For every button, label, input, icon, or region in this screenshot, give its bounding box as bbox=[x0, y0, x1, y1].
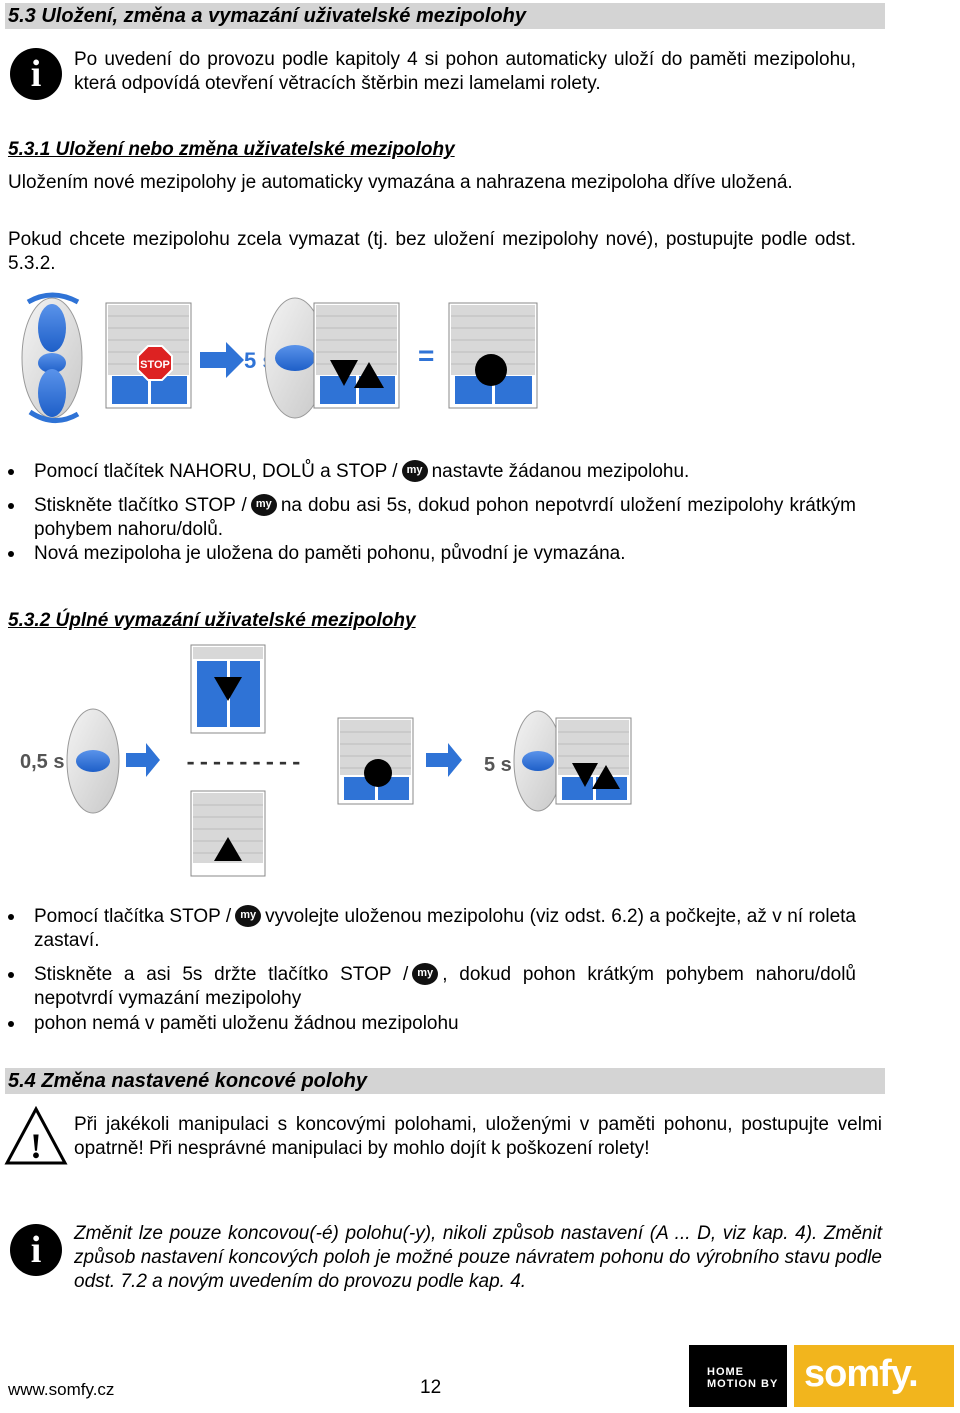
stop-sign-icon bbox=[137, 345, 173, 381]
bullet bbox=[8, 503, 14, 509]
footer-url[interactable]: www.somfy.cz bbox=[8, 1380, 115, 1399]
down-triangle-icon bbox=[572, 763, 598, 787]
section-title-5-4: 5.4 Změna nastavené koncové polohy bbox=[8, 1070, 368, 1092]
info-icon: i bbox=[10, 48, 62, 100]
my-button-icon: my bbox=[250, 494, 277, 516]
paragraph-replace: Uložením nové mezipolohy je automaticky … bbox=[8, 172, 793, 193]
bullet bbox=[8, 914, 14, 920]
list-item-text: nastavte žádanou mezipolohu. bbox=[431, 461, 690, 482]
badge-line-2: MOTION BY bbox=[707, 1378, 779, 1390]
section-title-5-3: 5.3 Uložení, změna a vymazání uživatelsk… bbox=[8, 5, 526, 27]
info-paragraph-italic: Změnit lze pouze koncovou(-é) polohu(-y)… bbox=[74, 1223, 882, 1292]
window-shutter-icon bbox=[555, 717, 632, 805]
somfy-logo-text: somfy. bbox=[804, 1353, 919, 1395]
warning-paragraph: Při jakékoli manipulaci s koncovými polo… bbox=[74, 1114, 882, 1159]
list-item-text: Nová mezipoloha je uložena do paměti poh… bbox=[34, 543, 626, 564]
section-bar-5-3 bbox=[5, 3, 885, 29]
list-item-text: pohon nemá v paměti uloženu žádnou mezip… bbox=[34, 1013, 459, 1034]
delay-label: 0,5 s bbox=[20, 751, 64, 773]
paragraph-delete: Pokud chcete mezipolohu zcela vymazat (t… bbox=[8, 229, 856, 274]
my-button-icon: my bbox=[401, 460, 428, 482]
section-bar-5-4 bbox=[5, 1068, 885, 1094]
up-triangle-icon bbox=[592, 765, 620, 789]
dashes-separator: --------- bbox=[184, 751, 303, 776]
list-item: pohon nemá v paměti uloženu žádnou mezip… bbox=[34, 1012, 856, 1036]
arrow-icon bbox=[28, 409, 80, 423]
list-item-text: , dokud pohon krátkým pohybem nahoru/dol… bbox=[34, 964, 856, 1009]
my-position-dot-icon bbox=[475, 354, 507, 386]
arrow-right-icon bbox=[200, 342, 244, 378]
arrow-icon bbox=[26, 292, 80, 305]
list-item-text: Stiskněte tlačítko STOP / bbox=[34, 495, 247, 516]
list-item-text: Stiskněte a asi 5s držte tlačítko STOP / bbox=[34, 964, 409, 985]
somfy-logo: somfy. bbox=[794, 1345, 954, 1407]
warning-icon: ! bbox=[4, 1106, 68, 1166]
figure-delete-position: 0,5 s --------- 5 s bbox=[20, 644, 632, 877]
bullet bbox=[8, 1021, 14, 1027]
window-shutter-icon bbox=[313, 302, 400, 409]
my-button-icon: my bbox=[412, 963, 439, 985]
subsection-title-5-3-2: 5.3.2 Úplné vymazání uživatelské mezipol… bbox=[8, 610, 416, 631]
arrow-right-icon bbox=[126, 743, 160, 777]
list-item-text: Pomocí tlačítka STOP / bbox=[34, 906, 232, 927]
my-position-dot-icon bbox=[364, 759, 392, 787]
badge-line-1: HOME bbox=[707, 1366, 744, 1378]
remote-control-icon bbox=[66, 708, 120, 814]
equals-sign: = bbox=[418, 340, 434, 371]
list-item: Stiskněte a asi 5s držte tlačítko STOP /… bbox=[34, 963, 856, 1011]
remote-control-icon bbox=[513, 710, 563, 812]
info-paragraph: Po uvedení do provozu podle kapitoly 4 s… bbox=[74, 49, 856, 94]
remote-control-icon bbox=[264, 297, 326, 419]
delay-label: 5 s bbox=[484, 754, 512, 776]
down-triangle-icon bbox=[330, 360, 358, 386]
list-item: Nová mezipoloha je uložena do paměti poh… bbox=[34, 542, 856, 566]
my-button-icon: my bbox=[235, 905, 262, 927]
home-motion-badge: HOME MOTION BY bbox=[689, 1345, 787, 1407]
arrow-right-icon bbox=[426, 743, 462, 777]
figure-save-position: STOP 5 s = bbox=[21, 292, 538, 423]
list-item-text: na dobu asi 5s, dokud pohon nepotvrdí ul… bbox=[34, 495, 856, 540]
info-icon: i bbox=[10, 1224, 62, 1276]
bullet bbox=[8, 551, 14, 557]
list-item-text: vyvolejte uloženou mezipolohu (viz odst.… bbox=[34, 906, 856, 951]
subsection-title-5-3-1: 5.3.1 Uložení nebo změna uživatelské mez… bbox=[8, 139, 455, 160]
bullet bbox=[8, 469, 14, 475]
svg-text:!: ! bbox=[30, 1126, 42, 1166]
bullet bbox=[8, 972, 14, 978]
remote-control-icon bbox=[21, 297, 83, 419]
down-triangle-icon bbox=[214, 677, 242, 701]
window-shutter-icon bbox=[190, 790, 266, 877]
up-triangle-icon bbox=[214, 837, 242, 861]
page-number: 12 bbox=[420, 1377, 442, 1398]
stop-sign-label: STOP bbox=[140, 359, 170, 371]
up-triangle-icon bbox=[354, 362, 384, 388]
list-item-text: Pomocí tlačítek NAHORU, DOLŮ a STOP / bbox=[34, 461, 398, 482]
